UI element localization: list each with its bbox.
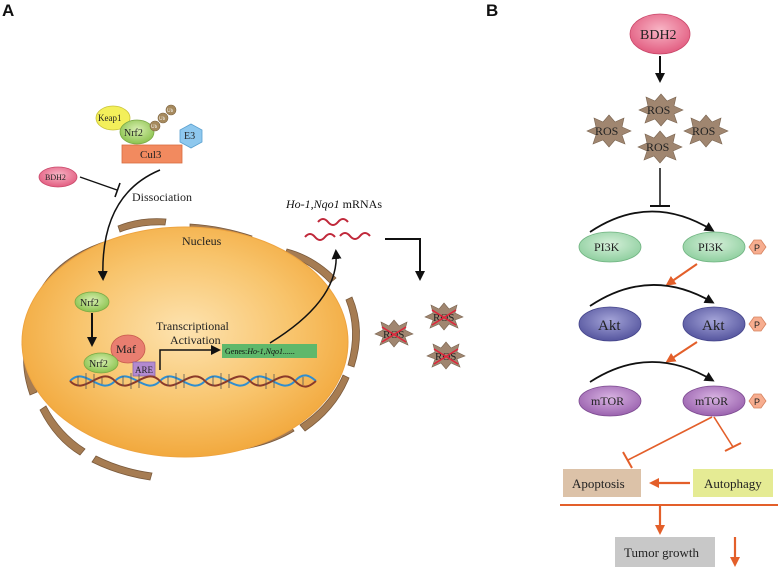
- bdh2-inhibit-bar: [114, 182, 121, 198]
- maf-label: Maf: [116, 342, 136, 356]
- nrf2-cytoplasmic-label: Nrf2: [124, 128, 143, 139]
- dissociation-arrow: [97, 169, 161, 281]
- p-akt-label: Akt: [702, 318, 725, 334]
- keap1-label: Keap1: [98, 113, 122, 123]
- ros-star-b3: [683, 114, 729, 148]
- mrna-to-ros-arrow: [385, 238, 425, 281]
- genes-text: Genes:Ho-1,Nqo1......: [225, 347, 295, 356]
- ros-b3-label: ROS: [692, 124, 715, 138]
- pi3k-node: [578, 231, 642, 263]
- bdh2-node-label: BDH2: [640, 28, 677, 43]
- mtor-node: [578, 385, 642, 417]
- akt-activation-arrow: [589, 284, 715, 307]
- mtor-inhibit-apoptosis-bar: [622, 451, 633, 469]
- genes-box: [222, 344, 317, 358]
- ros-star-b4: [637, 130, 683, 164]
- akt-phospho-label: P: [754, 320, 760, 330]
- ros-b1-label: ROS: [647, 103, 670, 117]
- p-pi3k-node: [682, 231, 746, 263]
- pi3k-phospho-label: P: [754, 243, 760, 253]
- genes-to-mrna-arrow: [269, 249, 342, 344]
- tumor-growth-box: [615, 537, 715, 567]
- mtor-phospho-label: P: [754, 397, 760, 407]
- akt-phospho-badge: [748, 316, 767, 332]
- dissociation-label: Dissociation: [132, 190, 192, 204]
- pi3k-label: PI3K: [594, 240, 620, 254]
- ub-label-1: Ub: [151, 125, 158, 130]
- mtor-label: mTOR: [591, 394, 624, 408]
- p-mtor-label: mTOR: [695, 394, 728, 408]
- ros-scavenged-group: ROS ROS ROS: [374, 302, 466, 370]
- cul3-label: Cul3: [140, 149, 162, 161]
- autophagy-label: Autophagy: [704, 476, 762, 491]
- bdh2-node: [629, 13, 691, 55]
- bdh2-inhibitor: [38, 166, 78, 188]
- ub-1: [149, 120, 161, 132]
- nrf2-dna-label: Nrf2: [89, 359, 108, 370]
- mtor-phospho-badge: [748, 393, 767, 409]
- are-label: ARE: [135, 365, 154, 375]
- cul3-box: [121, 144, 183, 164]
- mtor-inhibit-autophagy-bar: [724, 442, 742, 452]
- apoptosis-box: [563, 469, 641, 497]
- ros-star-b2: [586, 114, 632, 148]
- mtor-activation-arrow: [589, 361, 715, 383]
- ub-label-2: Ub: [159, 117, 166, 122]
- mrna-label: Ho-1,Nqo1 mRNAs: [285, 197, 382, 211]
- p-akt-node: [682, 306, 746, 342]
- ros-star-b1: [638, 93, 684, 127]
- bdh2-inhibitor-label: BDH2: [45, 173, 66, 182]
- pi3k-activation-arrow: [589, 210, 715, 233]
- genes-prefix: Genes:: [225, 347, 247, 356]
- autophagy-box: [693, 469, 773, 497]
- apoptosis-label: Apoptosis: [572, 476, 625, 491]
- nrf2-cytoplasmic: [119, 119, 155, 145]
- nucleus: [21, 226, 349, 458]
- ros-cluster: ROS ROS ROS ROS: [586, 93, 729, 164]
- panel-label-a: A: [2, 1, 14, 20]
- nrf2-dna-bound: [83, 352, 119, 374]
- nrf2-nuclear-label: Nrf2: [80, 298, 99, 309]
- transcriptional-label: Transcriptional: [156, 319, 230, 333]
- akt-to-mtor-arrow: [665, 341, 698, 363]
- nucleus-label: Nucleus: [182, 234, 222, 248]
- ros-b4-label: ROS: [646, 140, 669, 154]
- nrf2-nuclear: [74, 291, 110, 313]
- ub-2: [157, 112, 169, 124]
- genes-italic: Ho-1,Nqo1......: [246, 347, 295, 356]
- mtor-inhibit-apoptosis: [627, 416, 713, 461]
- pi3k-to-akt-arrow: [665, 263, 698, 286]
- ub-3: [165, 104, 177, 116]
- ub-label-3: Ub: [167, 109, 174, 114]
- activation-label: Activation: [170, 333, 221, 347]
- p-mtor-node: [682, 385, 746, 417]
- e3-protein: [179, 123, 203, 149]
- ros-b2-label: ROS: [595, 124, 618, 138]
- keap1-protein: [95, 105, 131, 131]
- akt-label: Akt: [598, 318, 621, 334]
- transcription-start-arrow: [159, 345, 221, 370]
- mtor-inhibit-autophagy: [713, 416, 734, 448]
- maf-protein: [110, 334, 146, 364]
- e3-label: E3: [184, 131, 195, 142]
- p-pi3k-label: PI3K: [698, 240, 724, 254]
- bdh2-inhibit-line: [79, 176, 118, 191]
- mrna-squiggles: [304, 218, 371, 241]
- are-element: [132, 361, 156, 377]
- tumor-growth-label: Tumor growth: [624, 545, 700, 560]
- dna-helix: [69, 373, 317, 389]
- akt-node: [578, 306, 642, 342]
- mrna-suffix: mRNAs: [340, 197, 383, 211]
- pi3k-phospho-badge: [748, 239, 767, 255]
- panel-label-b: B: [486, 1, 498, 20]
- mrna-italic: Ho-1,Nqo1: [285, 197, 340, 211]
